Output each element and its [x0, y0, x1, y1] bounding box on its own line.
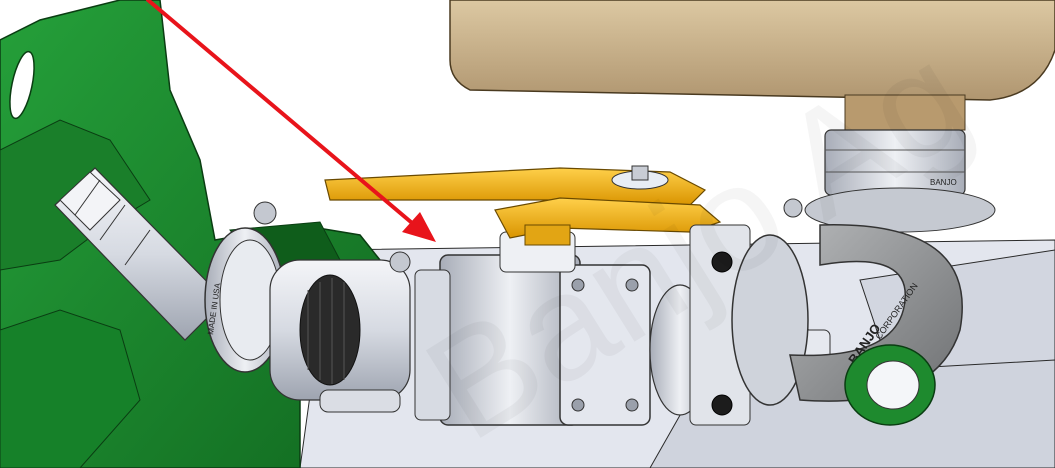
valve-handle	[324, 165, 722, 246]
tan-tank	[449, 0, 1055, 131]
green-grommet	[844, 344, 936, 426]
ball-valve	[414, 231, 651, 426]
red-pointer-arrow	[146, 0, 436, 242]
left-clamp: MADE IN USA	[204, 201, 286, 373]
right-fittings	[649, 224, 831, 426]
coupler	[269, 251, 411, 413]
fitting-text: BANJO	[930, 178, 957, 187]
